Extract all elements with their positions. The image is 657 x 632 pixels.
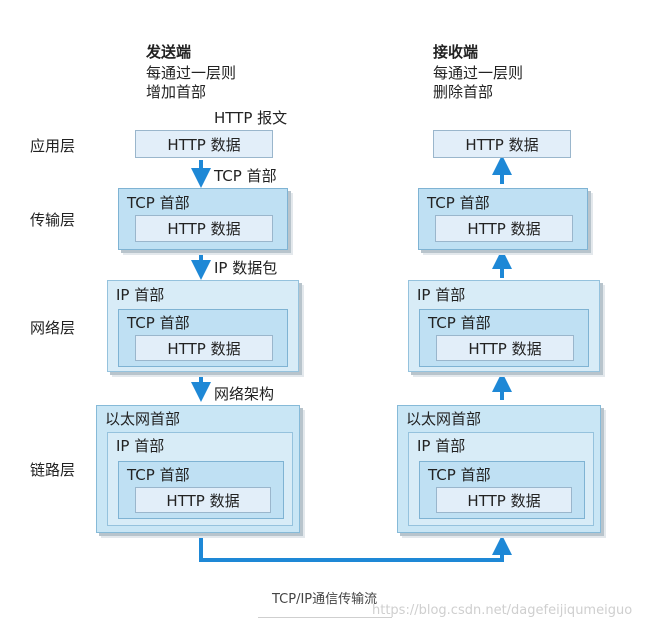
caption-underline — [258, 617, 392, 618]
layer-label-transport: 传输层 — [30, 211, 76, 229]
sender-network-tcp-block: TCP 首部 HTTP 数据 — [118, 309, 288, 367]
sender-app-http-data: HTTP 数据 — [135, 130, 273, 158]
label-ip-packet: IP 数据包 — [214, 259, 278, 277]
receiver-desc-line1: 每通过一层则 — [433, 64, 524, 82]
receiver-network-tcp-block: TCP 首部 HTTP 数据 — [419, 309, 589, 367]
sender-link-http-data: HTTP 数据 — [135, 487, 271, 513]
receiver-transport-http-data-label: HTTP 数据 — [467, 220, 541, 238]
receiver-network-http-data-label: HTTP 数据 — [468, 339, 542, 358]
sender-title: 发送端 — [146, 43, 192, 61]
sender-desc-line1: 每通过一层则 — [146, 64, 237, 82]
receiver-app-http-data: HTTP 数据 — [433, 130, 571, 158]
receiver-network-ip-header: IP 首部 — [417, 286, 466, 304]
source-watermark: https://blog.csdn.net/dagefeijiqumeiguo — [372, 603, 633, 618]
sender-transport-tcp-block: TCP 首部 HTTP 数据 — [118, 188, 288, 250]
receiver-desc-line2: 删除首部 — [433, 83, 494, 101]
receiver-link-http-data-label: HTTP 数据 — [467, 491, 541, 510]
label-http-message: HTTP 报文 — [214, 109, 288, 127]
sender-link-tcp-block: TCP 首部 HTTP 数据 — [118, 461, 284, 519]
sender-transport-http-data-label: HTTP 数据 — [167, 220, 241, 238]
sender-network-tcp-header: TCP 首部 — [127, 314, 190, 332]
receiver-link-eth-block: 以太网首部 IP 首部 TCP 首部 HTTP 数据 — [397, 405, 601, 533]
receiver-transport-http-data: HTTP 数据 — [435, 215, 573, 242]
sender-link-eth-block: 以太网首部 IP 首部 TCP 首部 HTTP 数据 — [96, 405, 300, 533]
receiver-app-http-data-label: HTTP 数据 — [465, 135, 539, 154]
sender-link-ip-block: IP 首部 TCP 首部 HTTP 数据 — [107, 432, 293, 526]
sender-network-http-data: HTTP 数据 — [135, 335, 273, 361]
receiver-link-tcp-header: TCP 首部 — [428, 466, 491, 484]
layer-label-link: 链路层 — [30, 461, 76, 479]
link-connector-arrow — [199, 535, 512, 562]
sender-link-eth-header: 以太网首部 — [105, 410, 181, 428]
layer-label-application: 应用层 — [30, 137, 76, 155]
sender-network-ip-header: IP 首部 — [116, 286, 165, 304]
receiver-title: 接收端 — [433, 43, 479, 61]
receiver-link-tcp-block: TCP 首部 HTTP 数据 — [419, 461, 585, 519]
label-network-frame: 网络架构 — [214, 385, 275, 403]
receiver-network-tcp-header: TCP 首部 — [428, 314, 491, 332]
sender-network-ip-block: IP 首部 TCP 首部 HTTP 数据 — [107, 280, 299, 372]
sender-network-http-data-label: HTTP 数据 — [167, 339, 241, 358]
sender-transport-tcp-header: TCP 首部 — [127, 194, 190, 212]
sender-link-tcp-header: TCP 首部 — [127, 466, 190, 484]
receiver-link-http-data: HTTP 数据 — [436, 487, 572, 513]
receiver-network-ip-block: IP 首部 TCP 首部 HTTP 数据 — [408, 280, 600, 372]
receiver-transport-tcp-block: TCP 首部 HTTP 数据 — [418, 188, 588, 250]
sender-link-http-data-label: HTTP 数据 — [166, 491, 240, 510]
receiver-link-ip-header: IP 首部 — [417, 437, 466, 455]
sender-app-http-data-label: HTTP 数据 — [167, 135, 241, 154]
receiver-network-http-data: HTTP 数据 — [436, 335, 574, 361]
receiver-transport-tcp-header: TCP 首部 — [427, 194, 490, 212]
receiver-link-eth-header: 以太网首部 — [406, 410, 482, 428]
sender-desc-line2: 增加首部 — [146, 83, 207, 101]
figure-caption: TCP/IP通信传输流 — [272, 592, 378, 607]
label-tcp-header: TCP 首部 — [214, 167, 277, 185]
sender-transport-http-data: HTTP 数据 — [135, 215, 273, 242]
layer-label-network: 网络层 — [30, 319, 76, 337]
sender-link-ip-header: IP 首部 — [116, 437, 165, 455]
receiver-link-ip-block: IP 首部 TCP 首部 HTTP 数据 — [408, 432, 594, 526]
